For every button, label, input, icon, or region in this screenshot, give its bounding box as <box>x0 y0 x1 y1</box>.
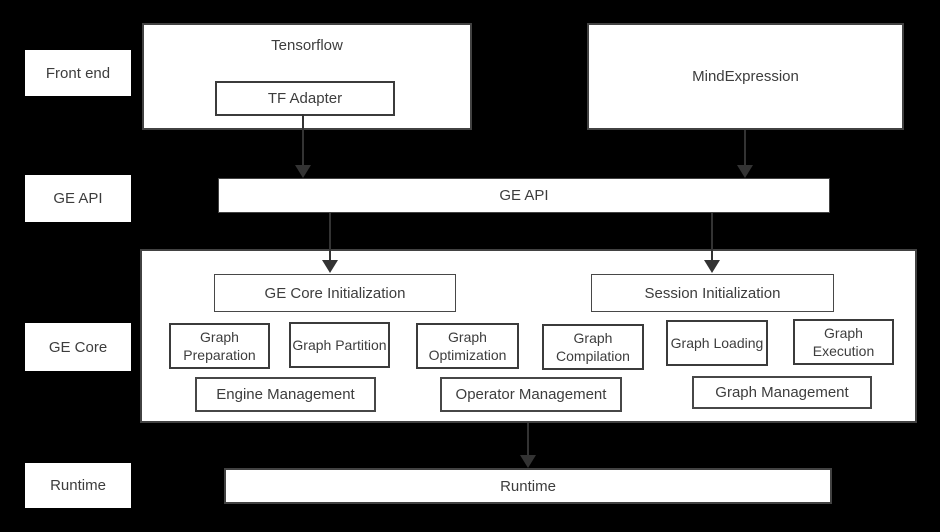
mindexpression-box: MindExpression <box>587 23 904 130</box>
tensorflow-box: Tensorflow TF Adapter <box>142 23 472 130</box>
graph-loading-box: Graph Loading <box>666 320 768 366</box>
arrow-mindexpression-to-ge-api <box>737 130 753 178</box>
graph-execution-box: Graph Execution <box>793 319 894 365</box>
layer-label-text: GE API <box>53 190 103 207</box>
layer-label-text: Front end <box>45 64 111 82</box>
layer-label-runtime: Runtime <box>25 463 131 508</box>
graph-partition-box: Graph Partition <box>289 322 390 368</box>
arrow-line <box>329 213 331 261</box>
engine-management-box: Engine Management <box>195 377 376 412</box>
mindexpression-label: MindExpression <box>692 68 799 85</box>
operator-management-box: Operator Management <box>440 377 622 412</box>
layer-label-ge-api: GE API <box>25 175 131 222</box>
session-initialization-box: Session Initialization <box>591 274 834 312</box>
graph-compilation-label: Graph Compilation <box>556 330 630 364</box>
graph-compilation-box: Graph Compilation <box>542 324 644 370</box>
graph-partition-label: Graph Partition <box>292 337 387 353</box>
layer-label-front-end: Front end <box>25 50 131 96</box>
runtime-bar: Runtime <box>224 468 832 504</box>
tf-adapter-label: TF Adapter <box>267 90 343 107</box>
graph-optimization-label: Graph Optimization <box>428 329 507 363</box>
ge-core-initialization-box: GE Core Initialization <box>214 274 456 312</box>
ge-core-initialization-label: GE Core Initialization <box>264 284 406 302</box>
layer-label-text: GE Core <box>48 338 108 356</box>
layer-label-ge-core: GE Core <box>25 323 131 371</box>
arrow-head-icon <box>322 260 338 273</box>
arrow-head-icon <box>737 165 753 178</box>
arrow-ge-api-to-ge-core-initialization <box>322 213 338 273</box>
graph-preparation-label: Graph Preparation <box>183 329 256 363</box>
ge-core-box: GE Core Initialization Session Initializ… <box>140 249 917 423</box>
session-initialization-label: Session Initialization <box>644 284 781 302</box>
operator-management-label: Operator Management <box>455 386 607 403</box>
graph-loading-label: Graph Loading <box>670 335 764 351</box>
ge-api-bar-label: GE API <box>499 187 549 204</box>
arrow-line <box>711 213 713 261</box>
arrow-line <box>744 130 746 166</box>
arrow-head-icon <box>295 165 311 178</box>
arrow-head-icon <box>704 260 720 273</box>
graph-management-label: Graph Management <box>715 384 849 401</box>
arrow-ge-api-to-session-initialization <box>704 213 720 273</box>
graph-execution-label: Graph Execution <box>812 325 875 359</box>
layer-label-text: Runtime <box>50 477 106 494</box>
graph-optimization-box: Graph Optimization <box>416 323 519 369</box>
tf-adapter-box: TF Adapter <box>215 81 395 116</box>
engine-management-label: Engine Management <box>216 386 355 403</box>
tensorflow-label: Tensorflow <box>271 37 343 54</box>
ge-api-bar: GE API <box>218 178 830 213</box>
arrow-ge-core-to-runtime <box>520 423 536 468</box>
arrow-line <box>302 114 304 166</box>
graph-management-box: Graph Management <box>692 376 872 409</box>
arrow-head-icon <box>520 455 536 468</box>
runtime-bar-label: Runtime <box>500 477 556 495</box>
arrow-line <box>527 423 529 456</box>
arrow-tf-adapter-to-ge-api <box>295 114 311 178</box>
graph-preparation-box: Graph Preparation <box>169 323 270 369</box>
